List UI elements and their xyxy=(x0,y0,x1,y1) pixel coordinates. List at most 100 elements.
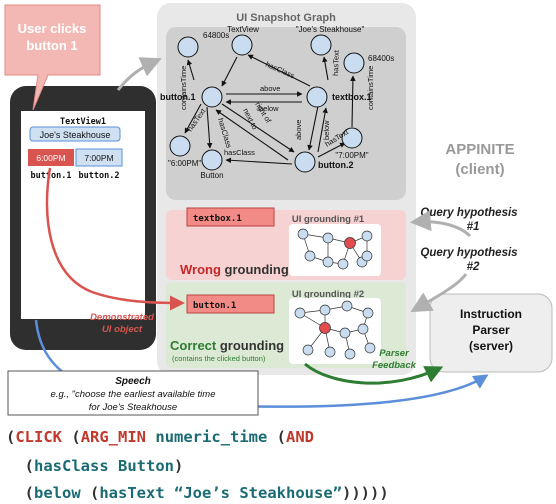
edge-button2-700 xyxy=(317,142,346,158)
grounding2-verdict-rest: grounding xyxy=(216,338,284,353)
query-sep xyxy=(165,484,174,502)
edge-button1-600 xyxy=(184,103,202,134)
edge-textbox-button2-above xyxy=(307,105,319,151)
phone-screen xyxy=(21,111,145,319)
phone-button-700[interactable] xyxy=(75,148,123,167)
phone-button-600[interactable] xyxy=(28,149,74,166)
query1-label: Query hypothesis xyxy=(420,207,517,219)
grounding1-verdict-rest: grounding xyxy=(221,262,289,277)
label-button2: button.2 xyxy=(318,160,354,170)
appinite-title: APPINITE xyxy=(445,141,514,158)
appinite-subtitle: (client) xyxy=(455,161,504,178)
edge-button1-button2-a xyxy=(221,103,295,153)
edge-label-below1: below xyxy=(259,104,279,113)
arrow-phone-to-graph xyxy=(116,57,162,91)
edge-label-below2: below xyxy=(322,120,331,140)
query-line-2: (hasClass Button) xyxy=(6,457,184,475)
node-buttonType xyxy=(201,149,223,171)
graph-nodes xyxy=(169,34,365,173)
edge-button1-64800 xyxy=(186,59,195,81)
feedback-line2: Feedback xyxy=(372,360,417,371)
label-joes: "Joe's Steakhouse" xyxy=(296,25,365,34)
query-hasclass: hasClass xyxy=(34,457,109,475)
label-64800: 64800s xyxy=(203,31,229,40)
edge-label-hasclass2: hasClass xyxy=(224,148,255,157)
query-sep xyxy=(109,457,118,475)
speech-title: Speech xyxy=(115,376,151,387)
phone-restaurant-box[interactable] xyxy=(29,126,121,142)
grounding2-element-box xyxy=(186,294,275,314)
query-paren: ))))) xyxy=(342,484,389,502)
query-hastext: hasText xyxy=(99,484,165,502)
query-argmin: ARG_MIN xyxy=(80,428,147,446)
phone-label-button1: button.1 xyxy=(31,171,72,181)
arrow-query2 xyxy=(410,273,468,313)
edge-label-hastext1: hasText xyxy=(331,49,341,76)
graph-title: UI Snapshot Graph xyxy=(236,12,336,24)
demonstrated-line2: UI object xyxy=(102,324,143,335)
arrow-demonstrated xyxy=(45,167,185,311)
query1-num: #1 xyxy=(467,221,480,233)
node-textbox1 xyxy=(306,86,328,108)
edge-label-containstime1: containsTime xyxy=(179,66,188,110)
label-buttonType: Button xyxy=(200,171,223,180)
speech-line1: e.g., "choose the earliest available tim… xyxy=(51,389,216,400)
phone-label-button2: button.2 xyxy=(79,171,120,181)
query2-num: #2 xyxy=(467,261,480,273)
parser-line1: Instruction xyxy=(460,307,522,321)
query-line-1: (CLICK (ARG_MIN numeric_time (AND xyxy=(6,428,314,446)
grounding1-verdict: Wrong grounding xyxy=(180,262,289,277)
query-sep: ( xyxy=(80,484,100,502)
query-below: below xyxy=(34,484,81,502)
phone-button-600-label: 6:00PM xyxy=(36,153,65,163)
edge-textview-button1 xyxy=(221,56,238,87)
mini-graph-2 xyxy=(294,300,376,360)
graph-panel xyxy=(166,27,406,200)
node-64800 xyxy=(177,36,199,58)
query-sep: ( xyxy=(62,428,81,446)
label-600: "6:00PM" xyxy=(168,159,201,168)
phone-button-700-label: 7:00PM xyxy=(84,153,113,163)
grounding2-title: UI grounding #2 xyxy=(292,289,364,300)
query-button: Button xyxy=(118,457,174,475)
node-600 xyxy=(169,135,191,157)
node-68400 xyxy=(343,52,365,74)
edge-textbox-textview xyxy=(247,54,311,87)
grounding2-element: button.1 xyxy=(193,301,236,311)
query-and: AND xyxy=(286,428,315,446)
edge-label-above1: above xyxy=(260,84,280,93)
grounding1-element: textbox.1 xyxy=(193,214,242,224)
node-700 xyxy=(341,127,363,149)
mini-graph-2-highlight xyxy=(319,322,331,334)
edge-button1-buttonType xyxy=(206,106,213,149)
speech-box xyxy=(7,370,259,416)
grounding2-note: (contains the clicked button) xyxy=(172,354,266,363)
parser-box xyxy=(429,293,553,373)
edge-label-containstime2: containsTime xyxy=(366,66,375,110)
edge-textbox-joes xyxy=(322,56,329,81)
callout-bubble xyxy=(4,4,101,111)
callout-line2: button 1 xyxy=(26,38,77,53)
phone-restaurant: Joe's Steakhouse xyxy=(40,130,111,140)
query-numeric-time: numeric_time xyxy=(155,428,268,446)
mini-graph-1-highlight xyxy=(344,237,356,249)
demonstrated-line1: Demonstrated xyxy=(90,312,154,323)
graph-node-labels: 64800s TextView "Joe's Steakhouse" 68400… xyxy=(160,25,394,180)
graph-edges xyxy=(184,54,356,165)
query-paren: ) xyxy=(174,457,184,475)
edge-button2-button1-b xyxy=(215,109,289,161)
edge-button2-textbox-below xyxy=(317,107,328,153)
grounding1-title: UI grounding #1 xyxy=(292,214,365,225)
callout-line1: User clicks xyxy=(18,21,87,36)
arrow-parser-feedback xyxy=(304,362,444,385)
query-paren: ( xyxy=(6,428,16,446)
grounding1-element-box xyxy=(186,207,275,227)
node-button1 xyxy=(201,86,223,108)
grounding1-verdict-word: Wrong xyxy=(180,262,221,277)
node-textview xyxy=(231,34,253,56)
label-button1: button.1 xyxy=(160,92,196,102)
edge-700-68400 xyxy=(350,75,356,128)
label-700: "7:00PM" xyxy=(335,151,368,160)
query-sep: ( xyxy=(267,428,287,446)
